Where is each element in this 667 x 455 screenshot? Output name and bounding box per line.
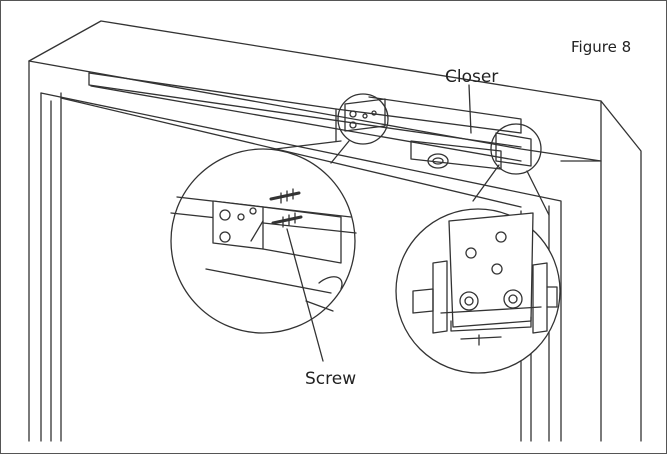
- screw-magnified-view: [170, 148, 357, 362]
- closer-callout-label: Closer: [445, 67, 499, 87]
- arm-magnified-view: [395, 208, 561, 374]
- screw-callout-label: Screw: [305, 369, 357, 389]
- figure-number-label: Figure 8: [571, 38, 632, 56]
- closer-body: [88, 72, 522, 170]
- closer-left-end-detail: [337, 93, 389, 145]
- closer-right-end-detail: [490, 123, 542, 175]
